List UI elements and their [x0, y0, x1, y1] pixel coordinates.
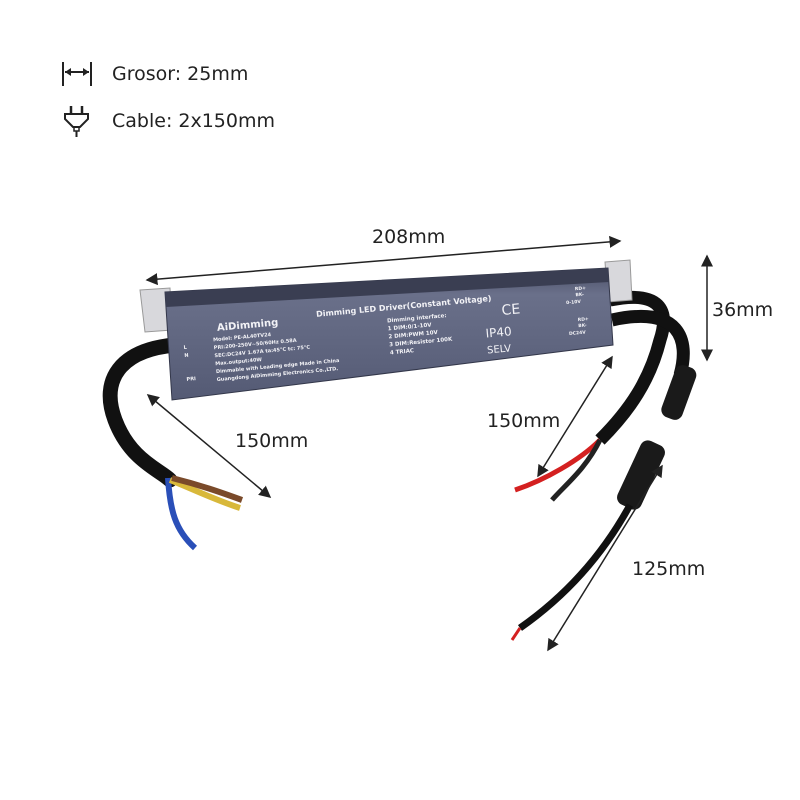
model-text: Model: PE-AL40TV24	[213, 332, 272, 343]
selv-mark: SELV	[487, 343, 512, 356]
pri-label: PRI	[186, 376, 196, 383]
length-dimension-line	[145, 235, 622, 286]
interface-item: 2 DIM:PWM 10V	[388, 330, 439, 341]
output-cable-dimension-line	[537, 355, 613, 478]
terminal-l: L	[183, 345, 188, 351]
max-output-text: Max.output:40W	[215, 357, 263, 367]
out-dim-label: 0-10V	[566, 299, 582, 306]
width-arrows-icon	[62, 62, 92, 86]
height-label: 36mm	[712, 299, 773, 321]
out-dim-bk: BK-	[575, 292, 584, 299]
dc-cable-dimension-line	[547, 464, 663, 652]
input-cable-dimension-line	[146, 394, 272, 498]
out-dc-label: DC24V	[569, 329, 587, 337]
interface-item: 3 DIM:Resistor 100K	[389, 337, 453, 349]
spec-cable: Cable: 2x150mm	[60, 104, 275, 138]
input-cable-label: 150mm	[235, 430, 308, 452]
ce-mark: CE	[501, 301, 521, 319]
interface-item: 1 DIM:0/1-10V	[388, 322, 433, 332]
out-dc-bk: BK-	[578, 322, 587, 329]
cable-text: Cable: 2x150mm	[112, 110, 275, 132]
plug-icon	[64, 106, 89, 137]
output-cable-label: 150mm	[487, 410, 560, 432]
ip-rating: IP40	[485, 324, 512, 340]
driver-body: AiDimming Dimming LED Driver(Constant Vo…	[164, 267, 614, 401]
length-label: 208mm	[372, 226, 445, 248]
interface-item: 4 TRIAC	[390, 348, 415, 356]
terminal-n: N	[184, 353, 189, 359]
interface-title: Dimming interface:	[387, 313, 447, 324]
out-dc-rd: RD+	[578, 316, 590, 323]
thickness-text: Grosor: 25mm	[112, 63, 249, 85]
dc-cable-label: 125mm	[632, 558, 705, 580]
spec-thickness: Grosor: 25mm	[60, 60, 248, 88]
out-dim-rd: RD+	[575, 285, 587, 292]
